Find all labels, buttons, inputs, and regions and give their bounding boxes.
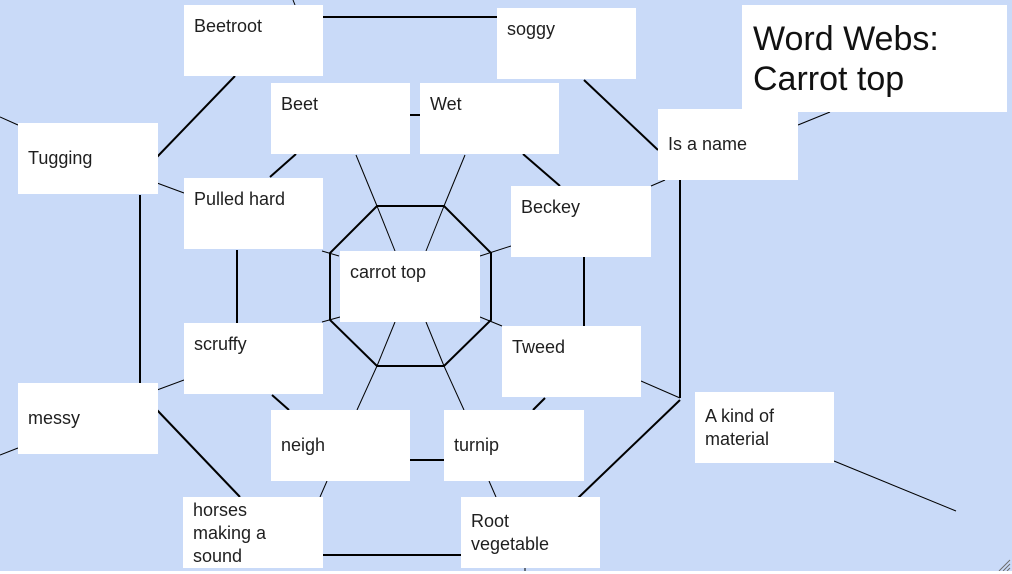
word-card-turnip[interactable]: turnip: [444, 410, 584, 481]
word-card-a-kind-of-material[interactable]: A kind of material: [695, 392, 834, 463]
word-card-wet[interactable]: Wet: [420, 83, 559, 154]
word-card-horses-making-a-sound[interactable]: horses making a sound: [183, 497, 323, 568]
word-card-carrot-top[interactable]: carrot top: [340, 251, 480, 322]
word-card-neigh[interactable]: neigh: [271, 410, 410, 481]
canvas-bottom-edge: [0, 571, 1012, 574]
word-card-beet[interactable]: Beet: [271, 83, 410, 154]
middle-ring: [236, 114, 585, 461]
word-card-messy[interactable]: messy: [18, 383, 158, 454]
spokes: [0, 0, 957, 571]
word-card-tweed[interactable]: Tweed: [502, 326, 641, 397]
word-card-tugging[interactable]: Tugging: [18, 123, 158, 194]
word-card-root-vegetable[interactable]: Root vegetable: [461, 497, 600, 568]
word-card-scruffy[interactable]: scruffy: [184, 323, 323, 394]
word-card-beckey[interactable]: Beckey: [511, 186, 651, 257]
outer-ring: [139, 16, 681, 556]
word-web-title[interactable]: Word Webs: Carrot top: [742, 5, 1007, 112]
resize-grip-icon[interactable]: [997, 558, 1011, 572]
word-card-pulled-hard[interactable]: Pulled hard: [184, 178, 323, 249]
word-card-is-a-name[interactable]: Is a name: [658, 109, 798, 180]
word-card-soggy[interactable]: soggy: [497, 8, 636, 79]
word-card-beetroot[interactable]: Beetroot: [184, 5, 323, 76]
